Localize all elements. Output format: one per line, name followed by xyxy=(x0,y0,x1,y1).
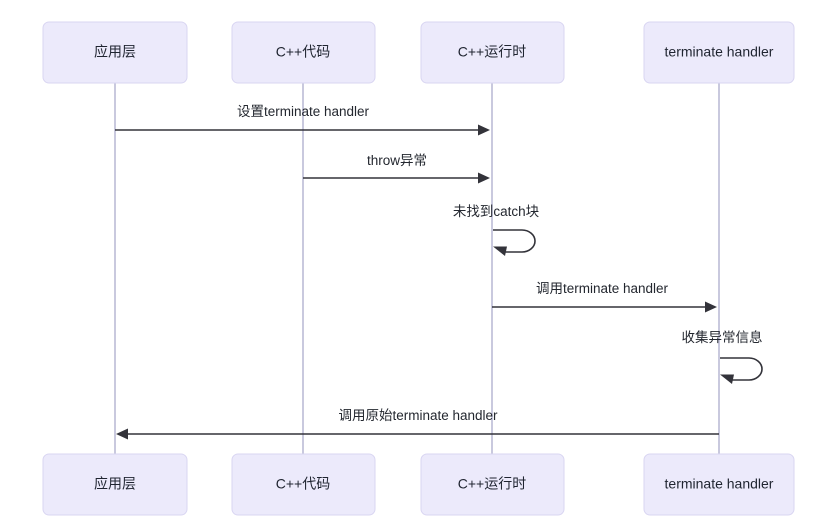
message-1-label: 设置terminate handler xyxy=(237,104,370,119)
message-6-label: 调用原始terminate handler xyxy=(338,408,498,423)
message-3-arrowhead xyxy=(493,246,507,256)
participant-rect xyxy=(420,453,565,516)
participant-box-terminate-handler-top[interactable]: terminate handler xyxy=(643,21,795,84)
participant-label-app-bottom: 应用层 xyxy=(94,476,136,492)
message-3-no-catch-block[interactable]: 未找到catch块 xyxy=(453,204,540,256)
message-1-arrowhead xyxy=(478,124,490,136)
message-4-arrowhead xyxy=(705,301,717,313)
participant-rect xyxy=(42,21,188,84)
participant-label-app-top: 应用层 xyxy=(94,44,136,60)
participant-label-cpp-code-bottom: C++代码 xyxy=(276,476,330,492)
message-5-arrowhead xyxy=(720,374,734,384)
participant-box-app-top[interactable]: 应用层 xyxy=(42,21,188,84)
participant-box-cpp-runtime-top[interactable]: C++运行时 xyxy=(420,21,565,84)
message-2-throw-exception[interactable]: throw异常 xyxy=(303,153,490,184)
participant-rect xyxy=(42,453,188,516)
participant-rect xyxy=(643,21,795,84)
participant-label-terminate-handler-bottom: terminate handler xyxy=(665,476,774,492)
message-6-arrowhead xyxy=(116,428,128,440)
participant-label-cpp-runtime-top: C++运行时 xyxy=(458,44,526,60)
participant-label-cpp-code-top: C++代码 xyxy=(276,44,330,60)
participant-rect xyxy=(643,453,795,516)
participant-box-cpp-code-top[interactable]: C++代码 xyxy=(231,21,376,84)
message-2-label: throw异常 xyxy=(367,153,427,168)
participant-rect xyxy=(420,21,565,84)
participant-rect xyxy=(231,453,376,516)
message-3-label: 未找到catch块 xyxy=(453,204,540,219)
message-2-arrowhead xyxy=(478,172,490,184)
participant-box-terminate-handler-bottom[interactable]: terminate handler xyxy=(643,453,795,516)
message-5-collect-exception-info[interactable]: 收集异常信息 xyxy=(682,329,763,384)
message-5-label: 收集异常信息 xyxy=(682,329,763,345)
participant-box-app-bottom[interactable]: 应用层 xyxy=(42,453,188,516)
message-4-call-terminate-handler[interactable]: 调用terminate handler xyxy=(492,281,717,313)
participant-box-cpp-code-bottom[interactable]: C++代码 xyxy=(231,453,376,516)
message-3-self-loop-path xyxy=(493,229,536,253)
participant-label-terminate-handler-top: terminate handler xyxy=(665,44,774,60)
lifelines-group xyxy=(114,83,720,454)
message-5-self-loop-path xyxy=(720,357,763,381)
top-participant-boxes: 应用层 C++代码 C++运行时 terminate handler xyxy=(42,21,795,84)
message-4-label: 调用terminate handler xyxy=(536,281,669,296)
message-6-call-original-terminate-handler[interactable]: 调用原始terminate handler xyxy=(116,408,719,440)
bottom-participant-boxes: 应用层 C++代码 C++运行时 terminate handler xyxy=(42,453,795,516)
participant-rect xyxy=(231,21,376,84)
message-1-set-terminate-handler[interactable]: 设置terminate handler xyxy=(115,104,490,136)
participant-label-cpp-runtime-bottom: C++运行时 xyxy=(458,476,526,492)
participant-box-cpp-runtime-bottom[interactable]: C++运行时 xyxy=(420,453,565,516)
